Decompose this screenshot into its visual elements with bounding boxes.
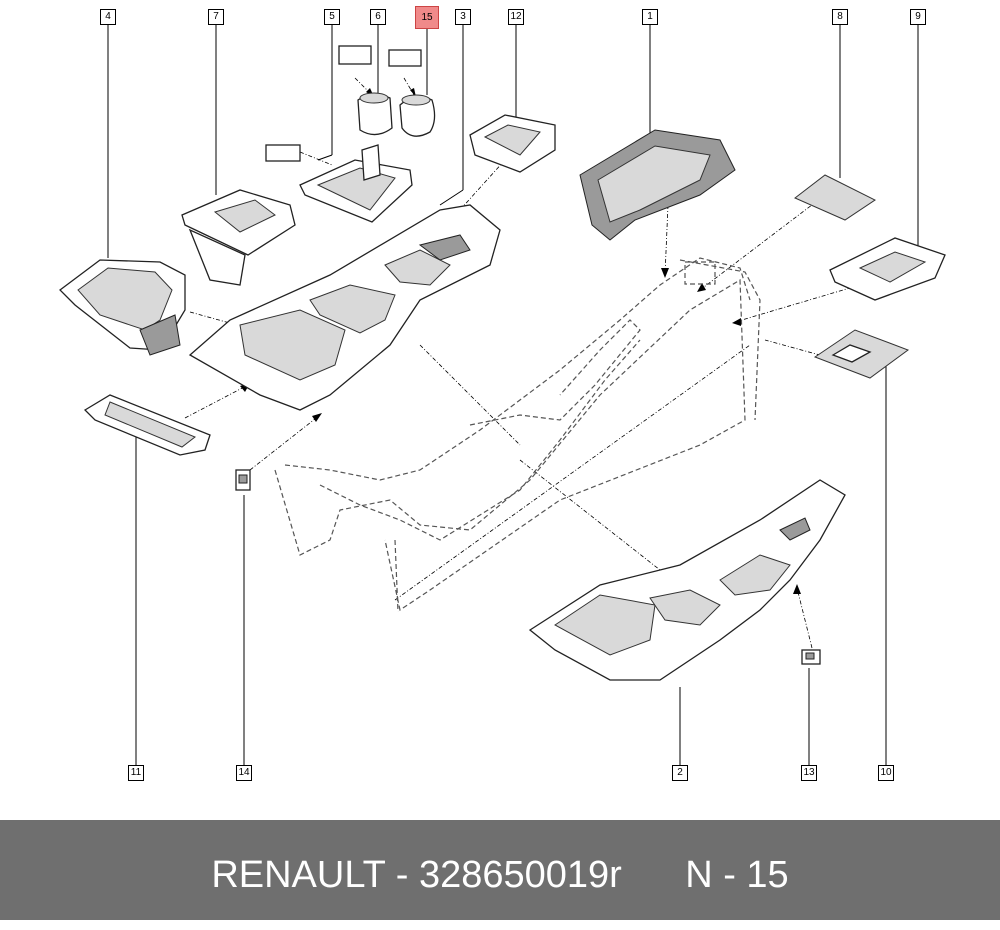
callout-15-highlighted[interactable]: 15	[415, 6, 439, 29]
footer-gap	[622, 854, 685, 896]
part-4-shifter-surround	[59, 259, 186, 356]
footer-separator: -	[385, 854, 419, 896]
callout-5: 5	[324, 9, 340, 25]
footer-text: RENAULT - 328650019r N - 15	[0, 820, 1000, 920]
callout-1: 1	[642, 9, 658, 25]
footer-brand: RENAULT	[211, 854, 386, 896]
footer-position-label: N - 15	[685, 854, 789, 896]
callout-6: 6	[370, 9, 386, 25]
callout-11: 11	[128, 765, 144, 781]
exploded-parts-diagram	[59, 25, 946, 765]
part-12-tray-insert	[469, 114, 556, 173]
callout-2: 2	[672, 765, 688, 781]
footer-part-number: 328650019r	[418, 854, 622, 896]
callout-7: 7	[208, 9, 224, 25]
leader-lines	[107, 25, 919, 765]
part-5-gear-boot	[265, 144, 413, 223]
part-3-upper-console	[188, 204, 501, 411]
callout-13: 13	[801, 765, 817, 781]
assembly-lines	[184, 77, 861, 649]
callout-4: 4	[100, 9, 116, 25]
part-14-clip	[235, 469, 251, 491]
part-10-mat	[813, 329, 910, 379]
callout-12: 12	[508, 9, 524, 25]
part-6-gear-knob	[338, 45, 393, 136]
part-11-front-trim	[83, 394, 211, 456]
callout-14: 14	[236, 765, 252, 781]
callout-10: 10	[878, 765, 894, 781]
part-8-pad	[794, 174, 876, 221]
callout-8: 8	[832, 9, 848, 25]
part-2-lower-console	[528, 479, 846, 681]
part-info-footer: RENAULT - 328650019r N - 15	[0, 820, 1000, 920]
console-frame-outline	[274, 257, 761, 613]
part-13-clip	[801, 649, 821, 665]
part-15-gear-knob	[388, 49, 436, 137]
callout-3: 3	[455, 9, 471, 25]
callout-9: 9	[910, 9, 926, 25]
part-7-gear-indicator-panel	[181, 189, 296, 286]
part-1-armrest-lid	[579, 129, 736, 241]
part-9-rear-storage	[829, 237, 946, 301]
